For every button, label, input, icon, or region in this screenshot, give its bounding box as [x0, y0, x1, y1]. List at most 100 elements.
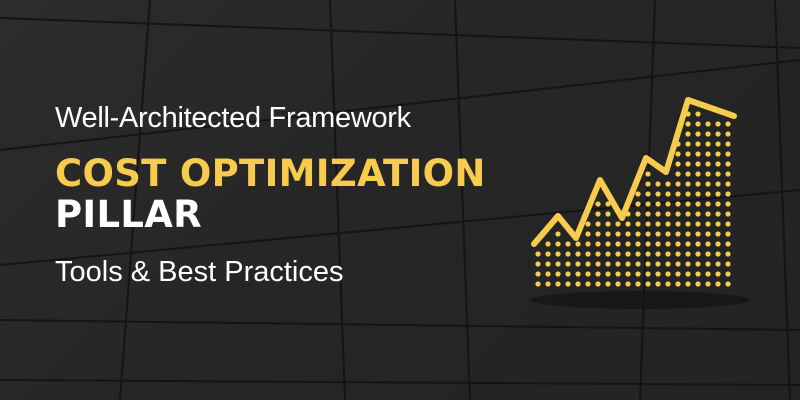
chart-dot	[555, 241, 561, 247]
chart-dot	[555, 261, 561, 267]
chart-dot	[585, 251, 591, 257]
chart-dot	[655, 231, 661, 237]
chart-dot	[715, 231, 721, 237]
chart-dot	[695, 161, 701, 167]
chart-dot	[625, 241, 631, 247]
chart-dot	[645, 211, 651, 217]
chart-dot	[725, 131, 731, 137]
chart-dot	[695, 131, 701, 137]
chart-dot	[545, 241, 551, 247]
chart-dot	[595, 261, 601, 267]
chart-dot	[715, 141, 721, 147]
chart-dot	[655, 211, 661, 217]
chart-dot	[595, 201, 601, 207]
chart-dot	[605, 211, 611, 217]
chart-dot	[715, 201, 721, 207]
chart-dot	[725, 201, 731, 207]
chart-dot	[665, 221, 671, 227]
chart-dot	[725, 241, 731, 247]
chart-dot	[635, 261, 641, 267]
chart-dot	[695, 191, 701, 197]
chart-dot	[585, 261, 591, 267]
chart-dot	[675, 151, 681, 157]
chart-dot	[675, 261, 681, 267]
chart-dot	[595, 271, 601, 277]
chart-dot	[665, 181, 671, 187]
chart-dot	[685, 261, 691, 267]
chart-dot	[585, 241, 591, 247]
chart-dot	[725, 181, 731, 187]
chart-dot	[595, 211, 601, 217]
chart-dot	[675, 191, 681, 197]
chart-dot	[575, 251, 581, 257]
chart-dot	[685, 251, 691, 257]
title-main: PILLAR	[55, 193, 202, 236]
chart-dot	[695, 261, 701, 267]
chart-dot	[545, 251, 551, 257]
chart-dot	[675, 161, 681, 167]
chart-dot	[685, 171, 691, 177]
chart-dot	[665, 281, 671, 287]
chart-dot	[715, 131, 721, 137]
chart-dot	[675, 171, 681, 177]
chart-dot	[665, 241, 671, 247]
chart-dot	[725, 231, 731, 237]
chart-dot	[695, 221, 701, 227]
chart-dot	[675, 251, 681, 257]
chart-dot	[715, 261, 721, 267]
rising-chart-icon	[530, 97, 750, 309]
chart-dot	[725, 161, 731, 167]
chart-dot	[565, 281, 571, 287]
chart-dot	[565, 251, 571, 257]
chart-dot	[715, 271, 721, 277]
chart-dot	[665, 231, 671, 237]
chart-dot	[635, 281, 641, 287]
chart-dot	[705, 221, 711, 227]
chart-dot	[705, 141, 711, 147]
chart-dot	[725, 141, 731, 147]
chart-dot	[675, 231, 681, 237]
title-accent: COST OPTIMIZATION	[55, 152, 486, 195]
chart-dot	[685, 191, 691, 197]
chart-dot	[715, 221, 721, 227]
chart-dot	[725, 211, 731, 217]
chart-dot	[545, 261, 551, 267]
chart-dot	[555, 281, 561, 287]
chart-dot	[635, 201, 641, 207]
chart-dot	[685, 181, 691, 187]
chart-dot	[665, 201, 671, 207]
chart-dot	[625, 251, 631, 257]
chart-dot	[615, 231, 621, 237]
chart-dot	[615, 251, 621, 257]
chart-dot	[705, 171, 711, 177]
chart-dot	[715, 121, 721, 127]
chart-dot	[645, 181, 651, 187]
chart-dot	[705, 181, 711, 187]
chart-dot	[565, 241, 571, 247]
chart-dot	[595, 231, 601, 237]
chart-dot	[635, 251, 641, 257]
chart-dot	[705, 281, 711, 287]
chart-dot	[685, 211, 691, 217]
chart-dot	[675, 281, 681, 287]
chart-dot	[705, 211, 711, 217]
chart-dot	[605, 241, 611, 247]
chart-dot	[705, 191, 711, 197]
chart-dot	[685, 131, 691, 137]
chart-dot	[715, 241, 721, 247]
chart-dot	[655, 271, 661, 277]
chart-dot	[715, 171, 721, 177]
chart-dot	[695, 121, 701, 127]
chart-dot	[715, 281, 721, 287]
chart-dot	[695, 171, 701, 177]
chart-dot	[615, 271, 621, 277]
chart-dot	[705, 121, 711, 127]
chart-dot	[655, 281, 661, 287]
chart-dot	[545, 281, 551, 287]
chart-dot	[655, 181, 661, 187]
chart-dot	[685, 121, 691, 127]
chart-dot	[605, 261, 611, 267]
chart-dot	[715, 161, 721, 167]
chart-dot	[665, 211, 671, 217]
